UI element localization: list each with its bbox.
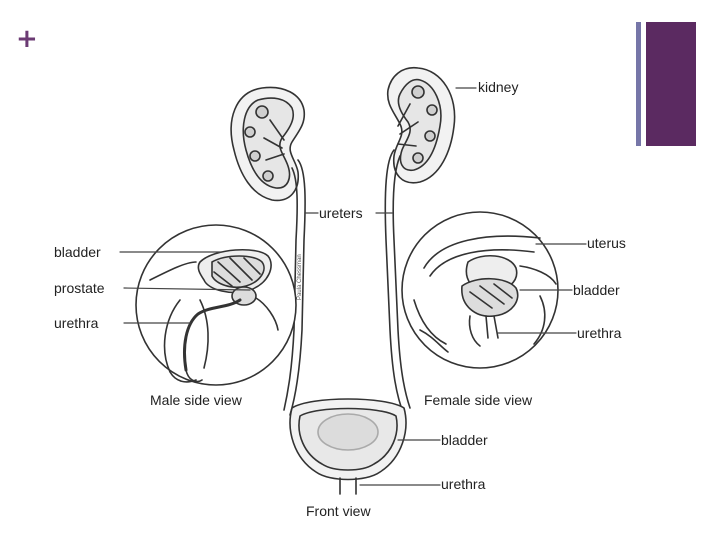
label-ureters: ureters — [319, 205, 363, 221]
right-ureter — [385, 150, 404, 415]
label-kidney: kidney — [478, 79, 518, 95]
caption-female-side-view: Female side view — [424, 392, 532, 408]
label-bladder-female: bladder — [573, 282, 620, 298]
left-kidney — [231, 87, 304, 200]
label-urethra-front: urethra — [441, 476, 485, 492]
illustrator-credit: Paula Chessman — [297, 254, 303, 300]
label-urethra-male: urethra — [54, 315, 98, 331]
label-bladder-front: bladder — [441, 432, 488, 448]
label-urethra-female: urethra — [577, 325, 621, 341]
front-bladder — [290, 399, 406, 494]
caption-front-view: Front view — [306, 503, 371, 519]
male-side-view — [136, 225, 296, 385]
caption-male-side-view: Male side view — [150, 392, 242, 408]
label-prostate: prostate — [54, 280, 105, 296]
label-uterus: uterus — [587, 235, 626, 251]
label-bladder-male: bladder — [54, 244, 101, 260]
